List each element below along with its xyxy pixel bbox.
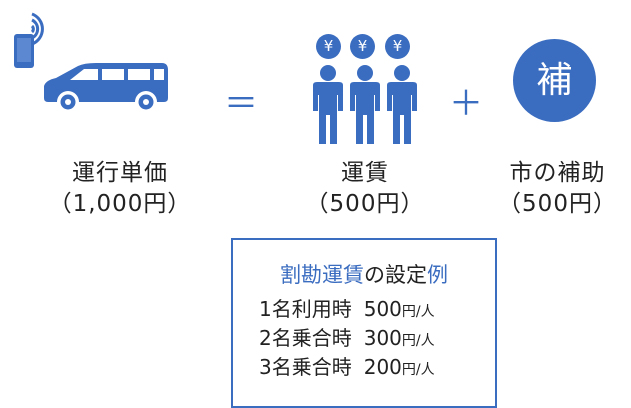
unit-cost-amount: （1,000円） [48,191,192,217]
unit-cost-label: 運行単価 （1,000円） [40,158,200,220]
fare-label: 運賃 （500円） [290,158,440,220]
fare-row-1: 1名利用時 500円/人 [259,297,435,324]
fare-row-2: 2名乗合時 300円/人 [259,326,435,353]
subsidy-badge: 補 [513,39,596,122]
fare-example-title-part1: 割勘運賃 [280,263,364,287]
fare-row-3: 3名乗合時 200円/人 [259,355,435,382]
person-icon [350,65,380,144]
fare-amount: （500円） [305,191,425,217]
equals-sign: ＝ [224,84,258,124]
minivan-icon [44,63,168,113]
unit-cost-title: 運行単価 [72,160,168,186]
subsidy-title: 市の補助 [509,160,606,186]
fare-row-amount: 300 [363,326,402,350]
fare-row-label: 1名利用時 [259,297,352,321]
fare-row-amount: 200 [363,355,402,379]
person-icon [387,65,417,144]
fare-title: 運賃 [341,160,389,186]
yen-coin-icon: ¥ [350,34,375,59]
yen-coin-icon: ¥ [316,34,341,59]
smartphone-signal-icon [14,12,44,68]
fare-example-title-part3: 例 [427,263,448,287]
fare-example-title: 割勘運賃の設定例 [233,262,495,288]
fare-row-unit: 円/人 [401,333,435,349]
person-icon [313,65,343,144]
fare-example-title-part2: の設定 [364,263,427,287]
subsidy-amount: （500円） [498,191,617,217]
subsidy-label: 市の補助 （500円） [484,158,631,220]
fare-row-unit: 円/人 [401,304,435,320]
yen-coin-icon: ¥ [385,34,410,59]
fare-row-unit: 円/人 [401,362,435,378]
plus-sign: ＋ [449,84,483,124]
fare-row-label: 2名乗合時 [259,326,352,350]
fare-row-label: 3名乗合時 [259,355,352,379]
fare-row-amount: 500 [363,297,402,321]
